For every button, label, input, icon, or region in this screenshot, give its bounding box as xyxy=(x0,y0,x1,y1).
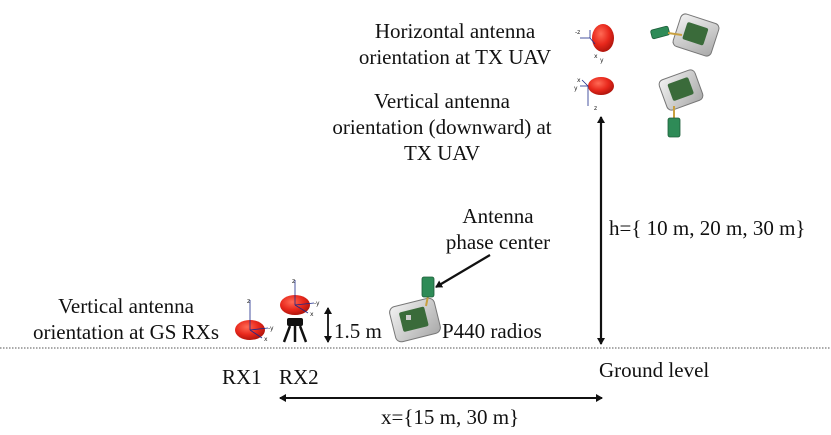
rx2-pattern: z -y x xyxy=(280,278,320,318)
antenna-phase-line-1: Antenna xyxy=(462,204,534,228)
ground-level-label: Ground level xyxy=(599,358,710,382)
radios-label: P440 radios xyxy=(442,319,542,343)
rx1-pattern: z -y x xyxy=(235,298,274,343)
tx-radio-horizontal xyxy=(650,13,720,57)
svg-text:y: y xyxy=(574,85,578,92)
tx-horizontal-pattern: -z x y xyxy=(575,24,614,64)
vertical-gs-line-2: orientation at GS RXs xyxy=(32,320,220,344)
svg-text:z: z xyxy=(292,278,295,285)
horizontal-tx-line-2: orientation at TX UAV xyxy=(358,45,552,69)
svg-text:y: y xyxy=(600,57,604,64)
vertical-gs-line-1: Vertical antenna xyxy=(58,294,194,318)
tx-radio-vertical xyxy=(658,69,704,138)
svg-text:x: x xyxy=(310,311,314,318)
svg-text:x: x xyxy=(594,53,598,60)
horizontal-tx-label: Horizontal antenna orientation at TX UAV xyxy=(335,18,575,70)
svg-text:-y: -y xyxy=(268,325,274,332)
ground-radio xyxy=(389,276,441,343)
rx2-tripod xyxy=(282,318,308,343)
vertical-tx-label: Vertical antenna orientation (downward) … xyxy=(312,88,572,166)
svg-text:z: z xyxy=(594,105,597,112)
antenna-phase-line-2: phase center xyxy=(445,230,551,254)
svg-text:x: x xyxy=(264,336,268,343)
phase-center-pointer xyxy=(435,254,491,288)
rx1-label: RX1 xyxy=(222,365,262,389)
rx-height-label: 1.5 m xyxy=(334,319,382,343)
svg-text:-z: -z xyxy=(575,29,580,36)
vertical-tx-line-2: orientation (downward) at xyxy=(332,115,552,139)
vertical-tx-line-3: TX UAV xyxy=(403,141,481,165)
distance-label: x={15 m, 30 m} xyxy=(381,405,520,429)
antenna-phase-label: Antenna phase center xyxy=(428,203,568,255)
rx2-label: RX2 xyxy=(279,365,319,389)
vertical-tx-line-1: Vertical antenna xyxy=(374,89,510,113)
svg-text:z: z xyxy=(247,298,250,305)
svg-text:x: x xyxy=(577,77,581,84)
horizontal-tx-line-1: Horizontal antenna xyxy=(374,19,536,43)
vertical-gs-label: Vertical antenna orientation at GS RXs xyxy=(26,293,226,345)
height-label: h={ 10 m, 20 m, 30 m} xyxy=(609,216,806,240)
tx-vertical-pattern: x y z xyxy=(574,77,614,112)
svg-text:-y: -y xyxy=(314,300,320,307)
